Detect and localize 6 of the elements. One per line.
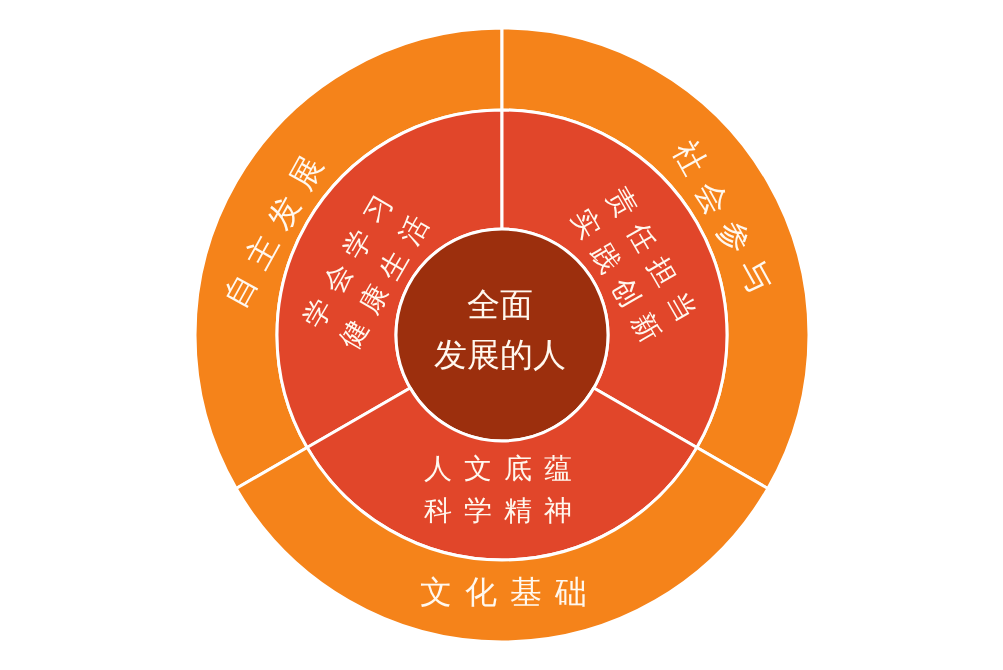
competency-label: 科学精神 bbox=[424, 493, 584, 529]
ring-segment bbox=[234, 446, 770, 644]
ring-segment bbox=[500, 26, 811, 490]
segment-label: 文化基础 bbox=[419, 572, 600, 612]
center-label: 全面发展的人 bbox=[433, 284, 567, 376]
competency-label: 人文底蕴 bbox=[424, 451, 584, 487]
